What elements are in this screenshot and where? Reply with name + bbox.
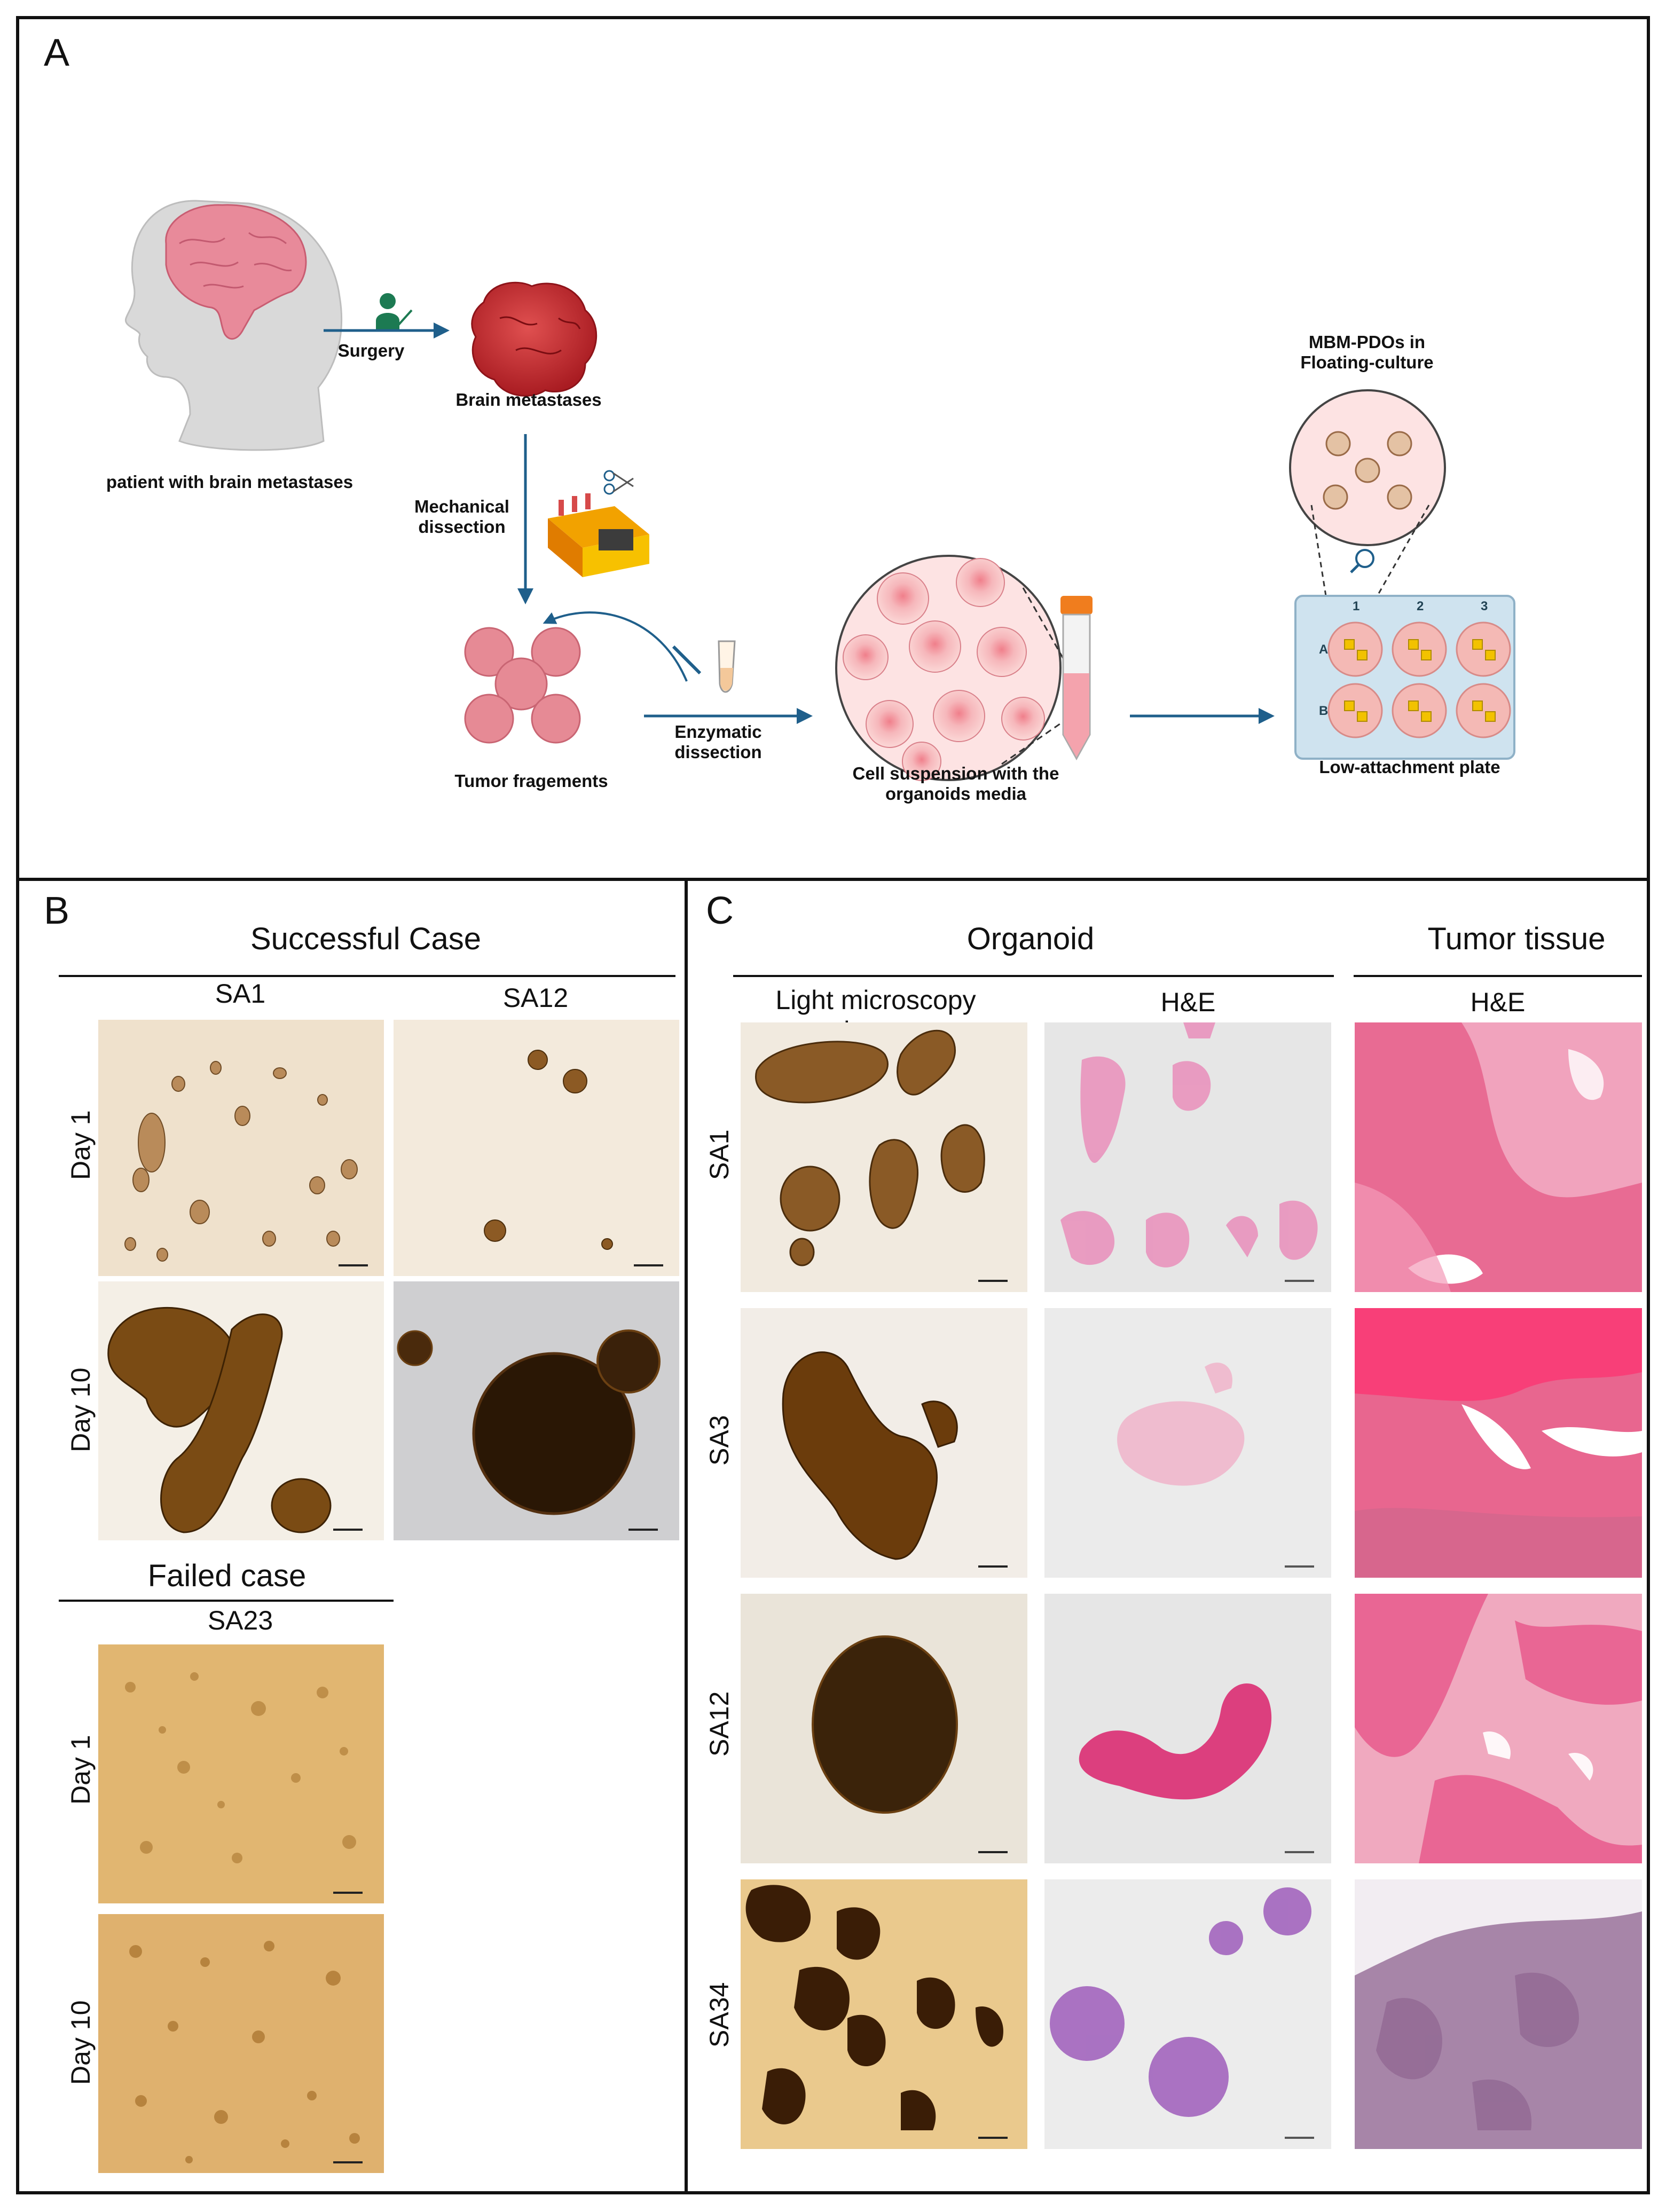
tumor-rule bbox=[1354, 975, 1642, 977]
mechanical-dissection-label: Mechanical dissection bbox=[414, 497, 509, 537]
cell-suspension-label: Cell suspension with the organoids media bbox=[852, 763, 1059, 804]
row-label-day10: Day 10 bbox=[66, 1367, 96, 1452]
surgeon-icon bbox=[376, 293, 413, 330]
dissociator-device-icon bbox=[548, 493, 649, 577]
brain-metastasis-illustration bbox=[471, 281, 598, 397]
image-sa1-day10 bbox=[98, 1281, 384, 1540]
plate-row-a: A bbox=[1319, 642, 1329, 657]
light-sa12 bbox=[741, 1594, 1027, 1863]
row-label-sa34: SA34 bbox=[704, 1982, 734, 2048]
plate-col-1: 1 bbox=[1353, 599, 1360, 613]
panel-c-frame bbox=[685, 878, 1650, 2194]
falcon-tube-icon bbox=[1060, 596, 1093, 761]
col-tumor-he: H&E bbox=[1470, 987, 1526, 1017]
he-sa1 bbox=[1044, 1022, 1331, 1292]
image-sa23-day1 bbox=[98, 1644, 384, 1903]
low-attachment-plate bbox=[1294, 595, 1515, 760]
image-sa12-day1 bbox=[394, 1020, 679, 1276]
magnifier-icon bbox=[1350, 549, 1374, 573]
surgery-label: Surgery bbox=[337, 341, 405, 360]
he-sa34 bbox=[1044, 1879, 1331, 2149]
tumor-tissue-title: Tumor tissue bbox=[1427, 922, 1606, 956]
tumor-fragments-label: Tumor fragements bbox=[454, 771, 608, 791]
workflow-diagram bbox=[125, 200, 1515, 781]
failed-case-title: Failed case bbox=[147, 1558, 307, 1593]
image-sa23-day10 bbox=[98, 1914, 384, 2173]
plate-row-b: B bbox=[1319, 704, 1329, 718]
tumor-sa34 bbox=[1355, 1879, 1642, 2149]
successful-sample-sa12: SA12 bbox=[502, 983, 569, 1013]
successful-sample-sa1: SA1 bbox=[215, 979, 266, 1009]
panel-a-letter: A bbox=[44, 32, 70, 74]
plate-col-2: 2 bbox=[1417, 599, 1424, 613]
light-sa34 bbox=[741, 1879, 1027, 2149]
panel-b-letter: B bbox=[44, 889, 70, 932]
tumor-fragments-illustration bbox=[464, 627, 581, 744]
organoid-title: Organoid bbox=[966, 922, 1095, 956]
he-sa12 bbox=[1044, 1594, 1331, 1863]
tumor-sa1 bbox=[1355, 1022, 1642, 1292]
successful-case-rule bbox=[59, 975, 675, 977]
brain-metastases-label: Brain metastases bbox=[455, 390, 602, 410]
enzymatic-dissection-label: Enzymatic dissection bbox=[674, 722, 762, 762]
row-label-failed-day1: Day 1 bbox=[66, 1735, 96, 1805]
row-label-sa1: SA1 bbox=[704, 1129, 734, 1180]
patient-label: patient with brain metastases bbox=[106, 472, 353, 492]
patient-head-illustration bbox=[125, 200, 343, 451]
organoid-magnified-circle bbox=[1289, 389, 1446, 546]
light-sa3 bbox=[741, 1308, 1027, 1578]
image-sa12-day10 bbox=[394, 1281, 679, 1540]
row-label-day1: Day 1 bbox=[66, 1110, 96, 1180]
panel-c-letter: C bbox=[706, 889, 734, 932]
low-attachment-plate-label: Low-attachment plate bbox=[1319, 757, 1500, 777]
scissors-icon bbox=[603, 470, 634, 495]
mbm-pdos-label: MBM-PDOs in Floating-culture bbox=[1300, 332, 1434, 372]
light-sa1 bbox=[741, 1022, 1027, 1292]
pipette-tube-icon bbox=[672, 640, 736, 693]
failed-sample-sa23: SA23 bbox=[207, 1605, 273, 1635]
row-label-sa3: SA3 bbox=[704, 1415, 734, 1466]
organoid-rule bbox=[733, 975, 1334, 977]
he-sa3 bbox=[1044, 1308, 1331, 1578]
plate-col-3: 3 bbox=[1481, 599, 1488, 613]
image-sa1-day1 bbox=[98, 1020, 384, 1276]
row-label-sa12: SA12 bbox=[704, 1691, 734, 1757]
tumor-sa3 bbox=[1355, 1308, 1642, 1578]
col-organoid-he: H&E bbox=[1160, 987, 1216, 1017]
tumor-sa12 bbox=[1355, 1594, 1642, 1863]
row-label-failed-day10: Day 10 bbox=[66, 2000, 96, 2085]
cell-suspension-circle bbox=[835, 555, 1062, 781]
failed-case-rule bbox=[59, 1600, 394, 1602]
successful-case-title: Successful Case bbox=[250, 922, 481, 956]
